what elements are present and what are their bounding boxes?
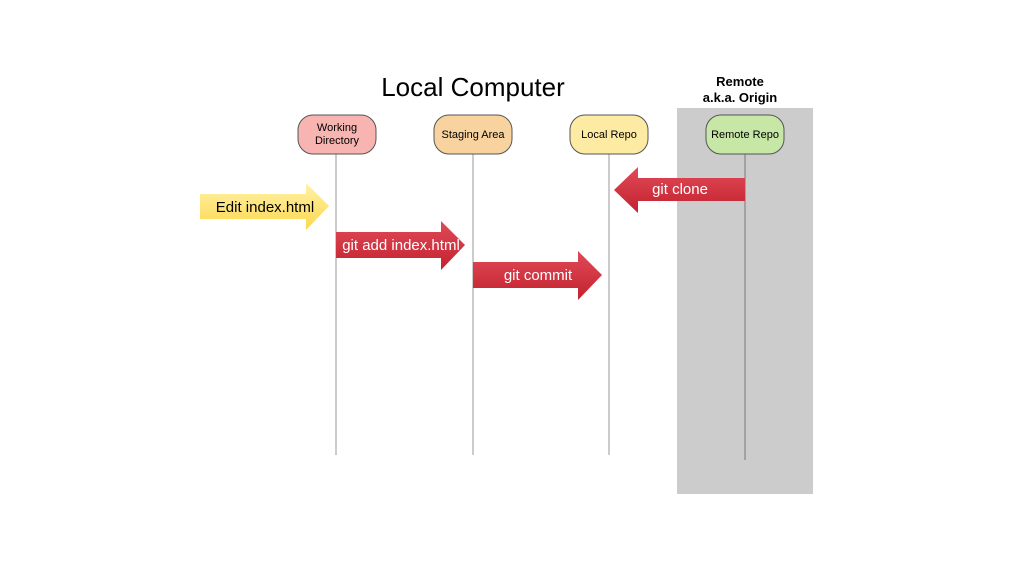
lane-staging-area-box (433, 114, 513, 155)
arrow-git-add-shape (336, 221, 465, 270)
arrow-edit-index-html-label: Edit index.html (216, 199, 314, 216)
arrow-git-commit-label: git commit (504, 267, 573, 284)
lane-working-directory-box (297, 114, 377, 155)
remote-title-line2: a.k.a. Origin (703, 90, 777, 105)
lane-working-directory-line2: Directory (315, 135, 360, 147)
arrow-git-commit: git commit (473, 251, 602, 300)
arrow-git-add: git add index.html (336, 221, 465, 270)
arrow-git-clone: git clone (614, 167, 745, 213)
lane-local-repo-box (569, 114, 649, 155)
lane-local-repo: Local Repo (569, 114, 649, 155)
arrow-git-clone-label: git clone (652, 181, 708, 198)
lane-remote-repo-box (705, 114, 785, 155)
lane-working-directory-line1: Working (317, 122, 357, 134)
arrow-git-commit-shape (473, 251, 602, 300)
lane-remote-repo-label: Remote Repo (711, 129, 779, 141)
lane-staging-area: Staging Area (433, 114, 513, 155)
arrow-edit-index-html-shape (200, 183, 329, 230)
arrow-edit-index-html: Edit index.html (200, 183, 329, 230)
remote-title-line1: Remote (716, 74, 764, 89)
lane-staging-area-label: Staging Area (442, 129, 506, 141)
arrow-git-add-label: git add index.html (342, 237, 460, 254)
lane-remote-repo: Remote Repo (705, 114, 785, 155)
arrow-git-clone-shape (614, 167, 745, 213)
lane-working-directory: Working Directory (297, 114, 377, 155)
lane-local-repo-label: Local Repo (581, 129, 637, 141)
local-computer-title: Local Computer (381, 72, 565, 102)
